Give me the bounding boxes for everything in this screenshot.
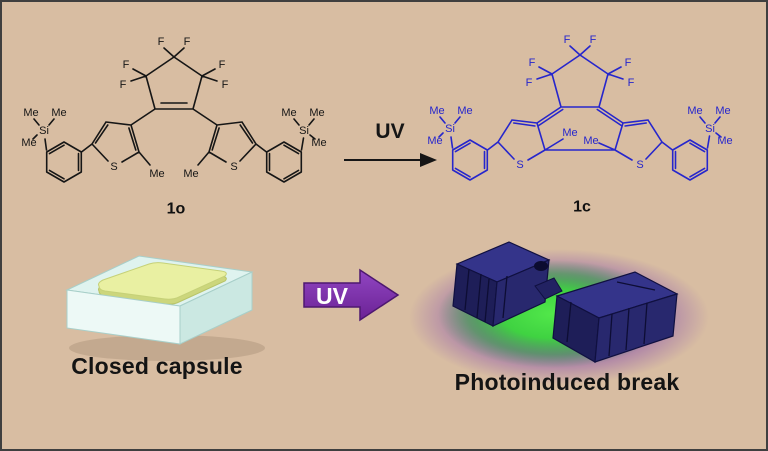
atom-s-label: S: [230, 161, 237, 173]
atom-me-label: Me: [51, 107, 66, 119]
atom-s-label: S: [636, 159, 643, 171]
atom-f-label: F: [628, 77, 635, 89]
break-caption: Photoinduced break: [454, 369, 680, 395]
crystal-left: [452, 241, 551, 327]
atom-me-label: Me: [183, 168, 198, 180]
atom-s-label: S: [516, 159, 523, 171]
reaction-arrow: [344, 153, 437, 167]
capsule-core: [98, 262, 227, 300]
atom-me-label: Me: [311, 137, 326, 149]
molecule-1o-bonds: [32, 47, 316, 183]
capsule-side-face: [179, 271, 253, 345]
atom-f-label: F: [123, 59, 130, 71]
atom-f-label: F: [219, 59, 226, 71]
atom-f-label: F: [184, 36, 191, 48]
molecule-1c-bonds: [438, 45, 722, 181]
atom-f-label: F: [120, 79, 127, 91]
reaction-condition-label: UV: [375, 120, 405, 143]
atom-me-label: Me: [281, 107, 296, 119]
atom-si-label: Si: [39, 125, 49, 137]
atom-me-label: Me: [583, 135, 598, 147]
atom-f-label: F: [625, 57, 632, 69]
broken-crystal-illustration: [409, 241, 709, 385]
compound-label-1o: 1o: [167, 201, 186, 218]
capsule-illustration: [65, 255, 265, 361]
atom-me-label: Me: [149, 168, 164, 180]
atom-me-label: Me: [687, 105, 702, 117]
atom-f-label: F: [529, 57, 536, 69]
atom-me-label: Me: [309, 107, 324, 119]
atom-me-label: Me: [717, 135, 732, 147]
atom-si-label: Si: [299, 125, 309, 137]
crystal-fragment: [534, 277, 563, 300]
reaction-arrow-head: [420, 153, 437, 167]
crack-lines: [464, 268, 508, 323]
crack-lines: [566, 281, 656, 357]
atom-si-label: Si: [445, 123, 455, 135]
capsule-shadow: [69, 335, 265, 361]
atom-si-label: Si: [705, 123, 715, 135]
atom-f-label: F: [590, 34, 597, 46]
capsule-caption: Closed capsule: [71, 353, 243, 379]
atom-f-label: F: [158, 36, 165, 48]
crystal-right-side: [594, 293, 678, 363]
atom-f-label: F: [222, 79, 229, 91]
atom-me-label: Me: [457, 105, 472, 117]
atom-me-label: Me: [715, 105, 730, 117]
molecule-1c: F F F F F F S S Me Me Si Me Me Me Si Me …: [427, 34, 732, 216]
atom-me-label: Me: [429, 105, 444, 117]
uv-arrow-label: UV: [316, 283, 349, 309]
atom-me-label: Me: [21, 137, 36, 149]
crystal-right: [552, 271, 679, 363]
atom-s-label: S: [110, 161, 117, 173]
atom-me-label: Me: [562, 127, 577, 139]
atom-me-label: Me: [427, 135, 442, 147]
crystal-notch: [534, 261, 548, 271]
atom-f-label: F: [526, 77, 533, 89]
crystal-left-side: [492, 259, 550, 327]
atom-f-label: F: [564, 34, 571, 46]
compound-label-1c: 1c: [573, 199, 591, 216]
atom-me-label: Me: [23, 107, 38, 119]
molecule-1o: F F F F F F S S Me Me Si Me Me Me Si Me …: [21, 36, 326, 218]
uv-arrow: UV: [303, 268, 400, 322]
uv-arrow-shape: [303, 268, 400, 322]
